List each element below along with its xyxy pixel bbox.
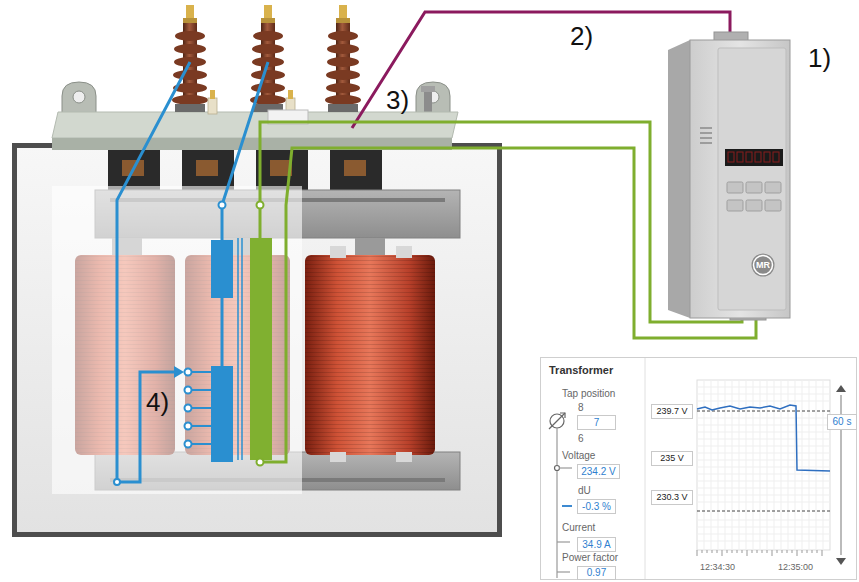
cutaway-overlay	[52, 186, 302, 494]
axis-value: 235 V	[660, 454, 684, 463]
axis-value-box: 235 V	[651, 451, 693, 466]
value-text: 234.2 V	[581, 467, 615, 477]
tap-number: 8	[578, 402, 584, 414]
axis-value: 230.3 V	[656, 493, 687, 502]
voltage-regulator	[668, 32, 790, 320]
time-tick: 12:34:30	[700, 562, 735, 572]
callout-number: 1)	[808, 44, 831, 74]
field-label: Tap position	[562, 388, 615, 400]
field-label: dU	[578, 485, 591, 497]
screen-panel	[540, 357, 857, 580]
time-tick: 12:35:00	[778, 562, 813, 572]
tap-number: 6	[578, 433, 584, 445]
field-label: Power factor	[562, 552, 618, 564]
trend-chart	[697, 380, 830, 556]
value-box: 34.9 A	[577, 537, 616, 552]
value-text: -0.3 %	[582, 502, 611, 512]
field-label: Voltage	[562, 450, 595, 462]
tank	[15, 146, 500, 535]
bushing	[172, 5, 361, 112]
axis-value-box: 230.3 V	[651, 490, 693, 505]
zoom-slider	[836, 385, 846, 565]
callout-number: 3)	[386, 86, 409, 116]
time-span: 60 s	[833, 417, 852, 427]
value-box: 7	[577, 415, 616, 430]
brand-logo: MR	[751, 253, 775, 277]
tank-lid	[52, 112, 458, 150]
value-box: 0.97	[577, 566, 616, 580]
value-text: 34.9 A	[582, 540, 610, 550]
axis-value: 239.7 V	[656, 407, 687, 416]
callout-number: 2)	[570, 22, 593, 52]
axis-value-box: 239.7 V	[651, 404, 693, 419]
tapped-winding	[114, 62, 268, 485]
value-box: -0.3 %	[577, 499, 616, 514]
logo-text: MR	[756, 261, 770, 270]
time-span-box: 60 s	[827, 414, 857, 430]
panel-title: Transformer	[549, 364, 613, 376]
value-text: 0.97	[587, 568, 606, 578]
callout-number: 4)	[146, 388, 169, 418]
field-label: Current	[562, 522, 595, 534]
value-box: 234.2 V	[577, 464, 620, 479]
value-text: 7	[594, 418, 600, 428]
